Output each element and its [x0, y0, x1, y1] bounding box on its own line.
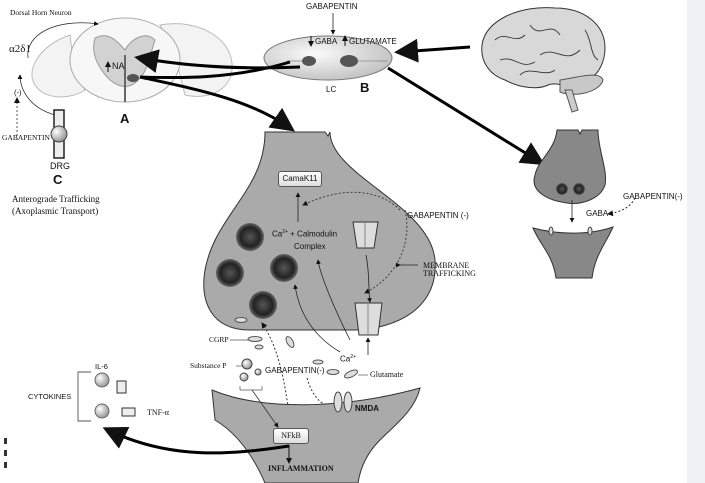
nmda-label: NMDA: [355, 404, 379, 413]
edge-mark: [4, 438, 7, 444]
gabapentin-right-label: GABAPENTIN(-): [623, 192, 683, 201]
complex-label: Complex: [294, 242, 326, 251]
il6-label: IL-6: [95, 362, 108, 371]
dorsal-horn-neuron-label: Dorsal Horn Neuron: [10, 8, 72, 17]
dorsal-horn-arrow: [27, 21, 99, 59]
cytokine-group: [77, 371, 136, 422]
spinal-cord-section: [31, 17, 233, 103]
right-edge-panel: [687, 0, 705, 483]
synaptic-vesicles: [216, 223, 298, 319]
trafficking-arrow: [17, 74, 56, 116]
gabapentin-gaba-arrow: [607, 197, 636, 217]
lc-to-right-synapse-arrow: [387, 66, 546, 166]
panel-b-letter: B: [360, 80, 370, 95]
drg-label: DRG: [50, 161, 70, 171]
membrane-label: MEMBRANE: [423, 261, 470, 270]
glutamate-lc-label: GLUTAMATE: [349, 37, 397, 46]
gaba-lc-label: GABA: [315, 37, 338, 46]
postsynaptic-neuron: [211, 387, 421, 483]
cord-to-synapse-arrow: [139, 75, 295, 132]
ca-superscript: 2+: [282, 229, 288, 235]
axoplasmic-transport-label: (Axoplasmic Transport): [12, 206, 99, 216]
gabapentin-drg-label: GABAPENTIN: [2, 133, 50, 142]
ca-cleft-text: Ca: [340, 354, 351, 364]
lc-label: LC: [326, 85, 337, 94]
gabapentin-to-camak-arrow: [302, 191, 401, 211]
edge-mark: [4, 450, 7, 456]
cgrp-label: CGRP: [209, 335, 229, 344]
tnf-alpha-label: TNF-α: [147, 408, 169, 417]
ca-cleft-superscript: 2+: [350, 354, 356, 360]
lc-to-na-arrow: [134, 49, 301, 73]
gabapentin-lc-label: GABAPENTIN: [306, 2, 358, 11]
trafficking-label: TRAFFICKING: [423, 269, 476, 278]
calmodulin-text: + Calmodulin: [287, 229, 338, 239]
ca-cleft-label: Ca2+: [340, 355, 356, 364]
calcium-channel-upper: [352, 221, 379, 249]
gaba-right-label: GABA: [586, 209, 609, 218]
na-label: NA: [112, 61, 125, 71]
gabapentin-synapse-label: GABAPENTIN (-): [407, 211, 469, 220]
ca-to-complex-arrow: [316, 259, 351, 341]
cleft-molecules: [234, 317, 358, 382]
locus-coeruleus: [263, 35, 393, 81]
panel-a-letter: A: [120, 111, 130, 126]
glutamate-cleft-label: Glutamate: [370, 370, 404, 379]
gabapentin-release-arrow: [261, 322, 291, 421]
drg-icon: [50, 109, 68, 159]
inhibit-symbol: (-): [14, 88, 22, 97]
ca-text: Ca: [272, 229, 283, 239]
channel-trafficking-arrow: [365, 254, 372, 303]
nfkb-box: NFkB: [273, 428, 309, 444]
neuropeptide-to-nfkb-arrow: [251, 389, 279, 428]
camak-box: CamaK11: [278, 171, 322, 187]
calcium-channel-lower: [354, 302, 383, 336]
alpha2delta1-label: α2δ1: [9, 43, 31, 55]
panel-c-letter: C: [53, 172, 63, 187]
right-synapse: [532, 129, 614, 279]
ca-to-vesicle-arrow: [293, 284, 341, 353]
nfkb-to-cytokines-arrow: [102, 427, 290, 455]
brain-icon: [481, 7, 606, 113]
gabapentin-to-channel-arrow: [364, 209, 408, 294]
substance-p-label: Substance P: [190, 361, 227, 370]
neuropeptide-bracket: [239, 386, 263, 391]
brain-to-lc-arrow: [394, 38, 471, 63]
edge-mark: [4, 462, 7, 468]
gabapentin-cleft-label: GABAPENTIN(-): [265, 366, 325, 375]
anterograde-trafficking-label: Anterograde Trafficking: [12, 194, 100, 204]
cytokines-label: CYTOKINES: [28, 392, 72, 401]
gabapentin-nmda-arrow: [306, 377, 333, 410]
inflammation-label: INFLAMMATION: [268, 464, 334, 473]
ca-calmodulin-label: Ca2+ + Calmodulin: [272, 230, 337, 239]
